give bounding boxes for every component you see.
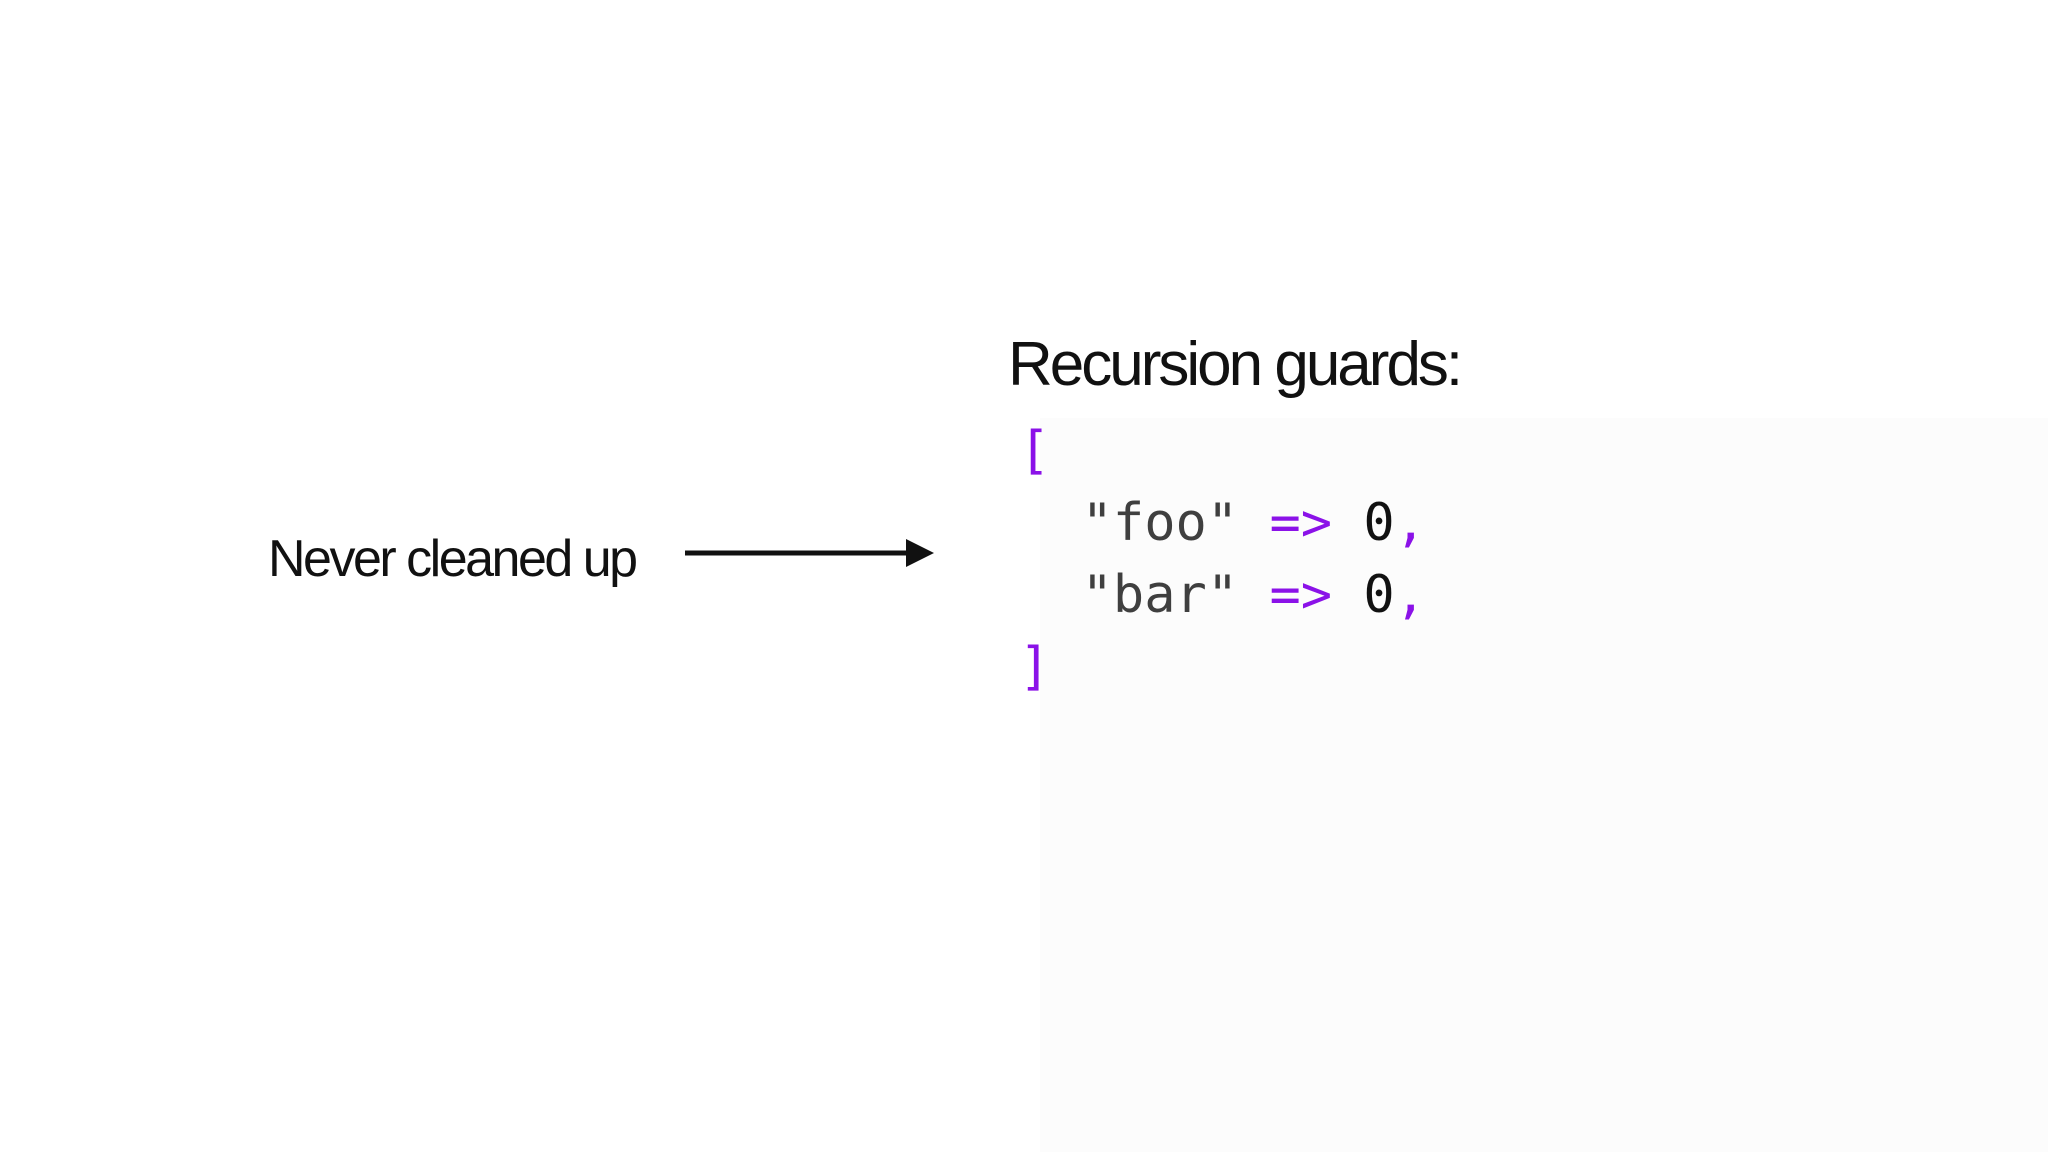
open-bracket-token: [ xyxy=(1019,421,1051,481)
code-block: [ "foo" => 0, "bar" => 0,] xyxy=(1019,415,1426,703)
code-comma-token: , xyxy=(1394,565,1426,625)
code-string-token: "foo" xyxy=(1081,493,1239,553)
code-block-title: Recursion guards: xyxy=(1008,330,1463,399)
code-number-token: 0 xyxy=(1363,565,1395,625)
code-line-open: [ xyxy=(1019,415,1426,487)
code-string-token: "bar" xyxy=(1081,565,1239,625)
annotation-label: Never cleaned up xyxy=(268,530,638,588)
code-arrow-operator-token: => xyxy=(1269,565,1333,625)
code-line-close: ] xyxy=(1019,631,1426,703)
arrow-right-icon xyxy=(685,539,934,567)
code-comma-token: , xyxy=(1394,493,1426,553)
code-number-token: 0 xyxy=(1363,493,1395,553)
close-bracket-token: ] xyxy=(1019,637,1051,697)
code-arrow-operator-token: => xyxy=(1269,493,1333,553)
code-line-entry: "foo" => 0, xyxy=(1019,487,1426,559)
code-screenshot-background xyxy=(1040,418,2048,1152)
code-line-entry: "bar" => 0, xyxy=(1019,559,1426,631)
